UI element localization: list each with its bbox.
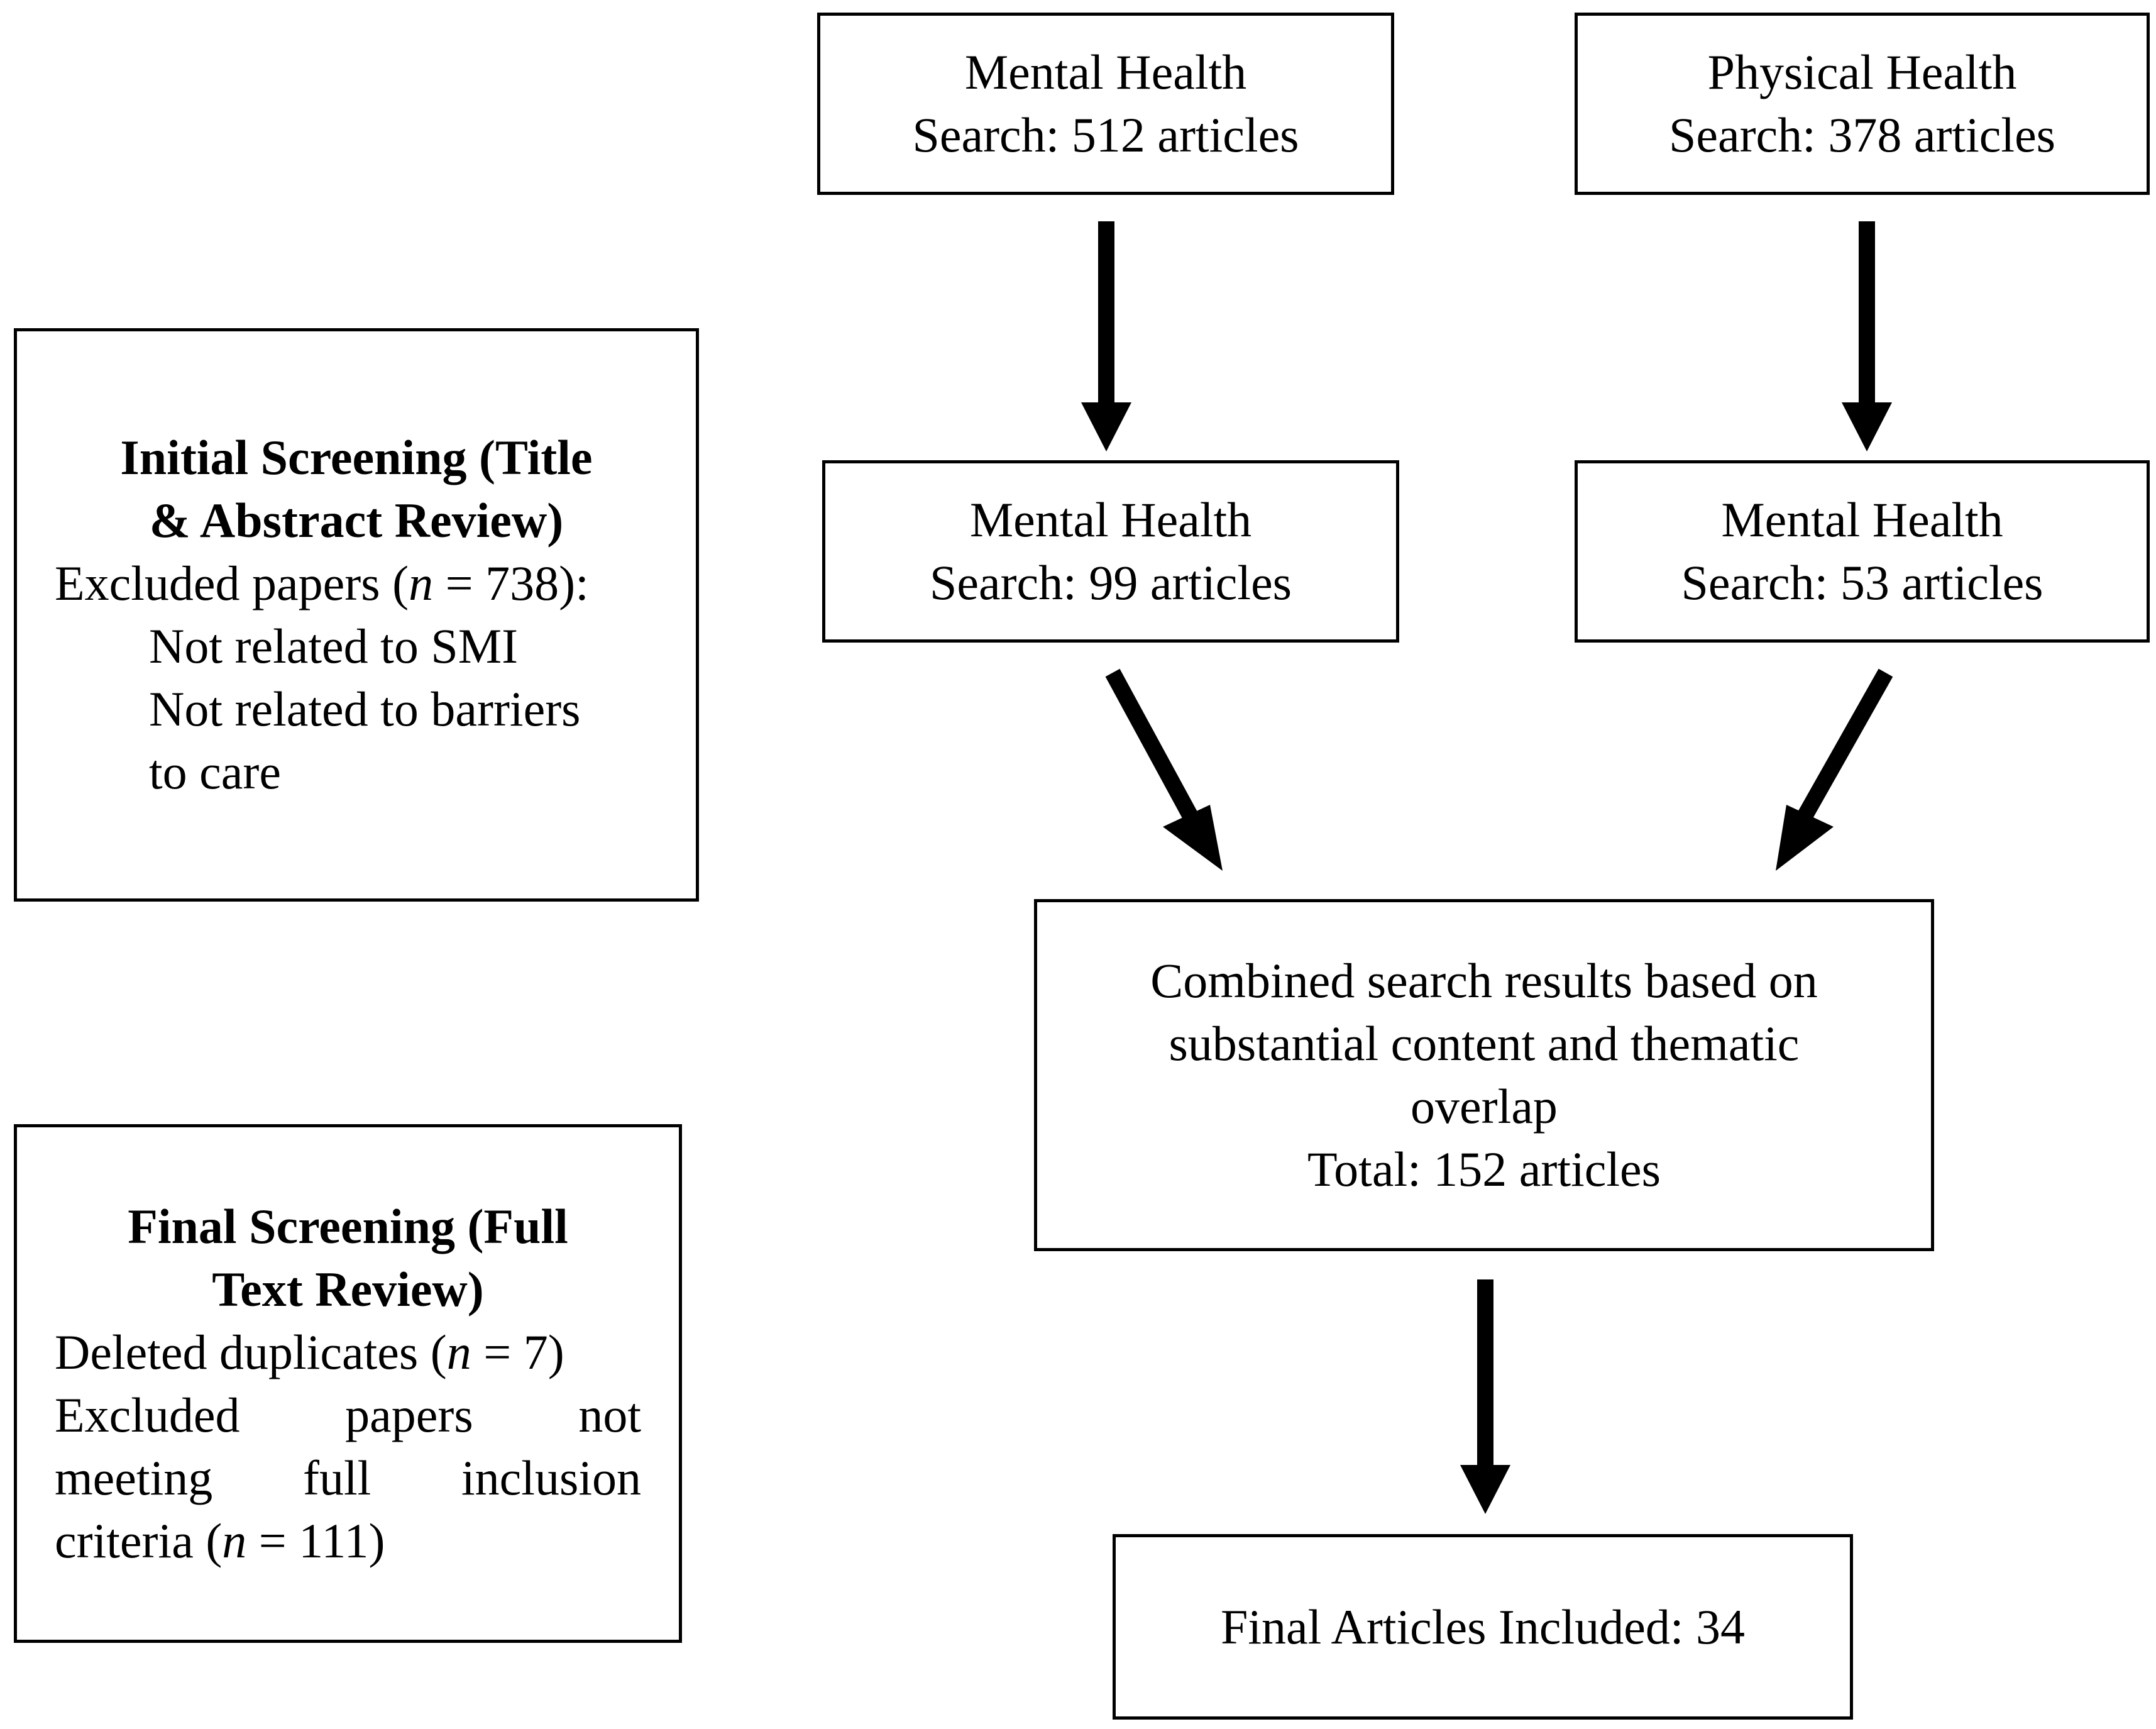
duplicates-count: Deleted duplicates (n = 7) (55, 1324, 564, 1379)
box-line: Mental Health (964, 45, 1247, 99)
box-line: Search: 378 articles (1668, 108, 2056, 162)
final-articles-text: Final Articles Included: 34 (1220, 1599, 1745, 1654)
final-screening-box: Final Screening (Full Text Review) Delet… (14, 1124, 682, 1643)
excluded-line: meeting full inclusion (55, 1450, 641, 1505)
box-line: Search: 512 articles (912, 108, 1299, 162)
initial-screening-title: & Abstract Review) (149, 493, 564, 548)
mental-health-search-box: Mental Health Search: 512 articles (817, 13, 1394, 195)
exclusion-reason: Not related to barriers (149, 682, 581, 736)
box-line: overlap (1411, 1079, 1558, 1134)
initial-excluded-count: Excluded papers (n = 738): (55, 556, 589, 610)
final-screening-title: Final Screening (Full (128, 1198, 568, 1254)
arrow-mid-right-to-combined (1796, 668, 1893, 822)
combined-results-box: Combined search results based on substan… (1034, 899, 1934, 1251)
arrow-mid-left-to-combined (1105, 668, 1199, 822)
box-line: Combined search results based on (1150, 953, 1818, 1008)
exclusion-reason: to care (149, 744, 282, 799)
physical-health-screened-box: Mental Health Search: 53 articles (1575, 460, 2150, 643)
initial-screening-box: Initial Screening (Title & Abstract Revi… (14, 328, 699, 902)
box-line: Search: 99 articles (929, 555, 1292, 610)
initial-screening-title: Initial Screening (Title (120, 430, 593, 485)
box-line: Mental Health (969, 492, 1252, 547)
box-line: Physical Health (1707, 45, 2017, 99)
box-line: Search: 53 articles (1681, 555, 2043, 610)
excluded-line: Excluded papers not (55, 1387, 641, 1442)
exclusion-reason: Not related to SMI (149, 619, 519, 673)
box-line: substantial content and thematic (1169, 1016, 1800, 1071)
final-articles-box: Final Articles Included: 34 (1113, 1534, 1853, 1720)
arrow-combined-to-final (1460, 1279, 1510, 1514)
final-screening-title: Text Review) (212, 1261, 484, 1317)
box-line: Mental Health (1721, 492, 2003, 547)
excluded-line: criteria (n = 111) (55, 1513, 385, 1568)
box-line: Total: 152 articles (1307, 1142, 1661, 1196)
physical-health-search-box: Physical Health Search: 378 articles (1575, 13, 2150, 195)
arrow-mental-search-to-screened (1081, 221, 1131, 451)
mental-health-screened-box: Mental Health Search: 99 articles (822, 460, 1399, 643)
arrow-physical-search-to-screened (1842, 221, 1892, 451)
